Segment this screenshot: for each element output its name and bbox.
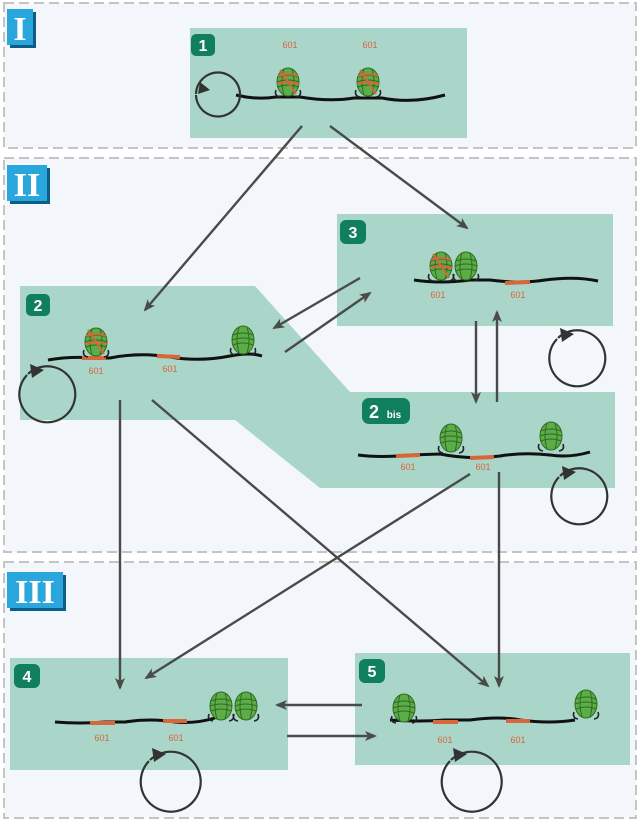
state-4-site-label: 601: [168, 733, 183, 743]
rotation-arrow-4: [139, 748, 202, 813]
rotation-arrow-5: [440, 748, 503, 813]
rotation-arrow-2: [18, 364, 77, 424]
state-3-site-label: 601: [510, 290, 525, 300]
state-2-dna: 601 601: [47, 325, 263, 376]
svg-text:I: I: [13, 11, 26, 48]
state-1-site-label: 601: [362, 40, 377, 50]
state-5-badge: 5: [359, 659, 385, 683]
state-3-dna: 601 601: [413, 251, 599, 300]
state-3-badge: 3: [340, 220, 366, 244]
state-2bis-site-label: 601: [400, 462, 415, 472]
rotation-arrow-2bis: [550, 466, 609, 526]
arrow-2bis-to-4: [144, 472, 471, 680]
rotation-arrow-3: [548, 328, 607, 388]
state-1-box: [190, 28, 467, 138]
state-1-site-label: 601: [282, 40, 297, 50]
arrow-1-to-2: [143, 125, 303, 312]
state-2bis-dna: 601 601: [357, 421, 591, 472]
svg-text:III: III: [15, 574, 55, 611]
section-II-label: II: [7, 165, 50, 204]
state-4-badge: 4: [14, 664, 40, 688]
svg-text:4: 4: [23, 669, 32, 686]
svg-text:3: 3: [349, 225, 358, 242]
state-5-dna: 601 601: [389, 689, 600, 745]
state-4-dna: 601 601: [54, 691, 260, 743]
state-3-site-label: 601: [430, 290, 445, 300]
state-5-site-label: 601: [437, 735, 452, 745]
svg-text:2: 2: [34, 298, 43, 315]
state-5-site-label: 601: [510, 735, 525, 745]
svg-text:2: 2: [369, 402, 379, 422]
section-III-label: III: [7, 572, 66, 611]
state-2-site-label: 601: [88, 366, 103, 376]
state-4-site-label: 601: [94, 733, 109, 743]
state-2bis-badge: 2 bis: [362, 398, 410, 424]
svg-text:bis: bis: [387, 410, 402, 421]
state-2-site-label: 601: [162, 364, 177, 374]
arrow-2-to-5: [151, 399, 490, 688]
state-2-badge: 2: [26, 294, 50, 316]
arrow-1-to-3: [329, 125, 469, 230]
state-1-badge: 1: [191, 34, 215, 56]
section-I-label: I: [7, 9, 36, 48]
state-2bis-site-label: 601: [475, 462, 490, 472]
svg-text:II: II: [14, 167, 40, 204]
state-2-box: [20, 286, 615, 488]
svg-text:5: 5: [368, 664, 377, 681]
rotation-arrow-1: [194, 71, 242, 118]
svg-text:1: 1: [199, 38, 208, 55]
arrow-2-to-3: [284, 291, 372, 353]
arrow-3-to-2: [272, 276, 361, 330]
state-1-dna: 601 601: [235, 40, 446, 102]
